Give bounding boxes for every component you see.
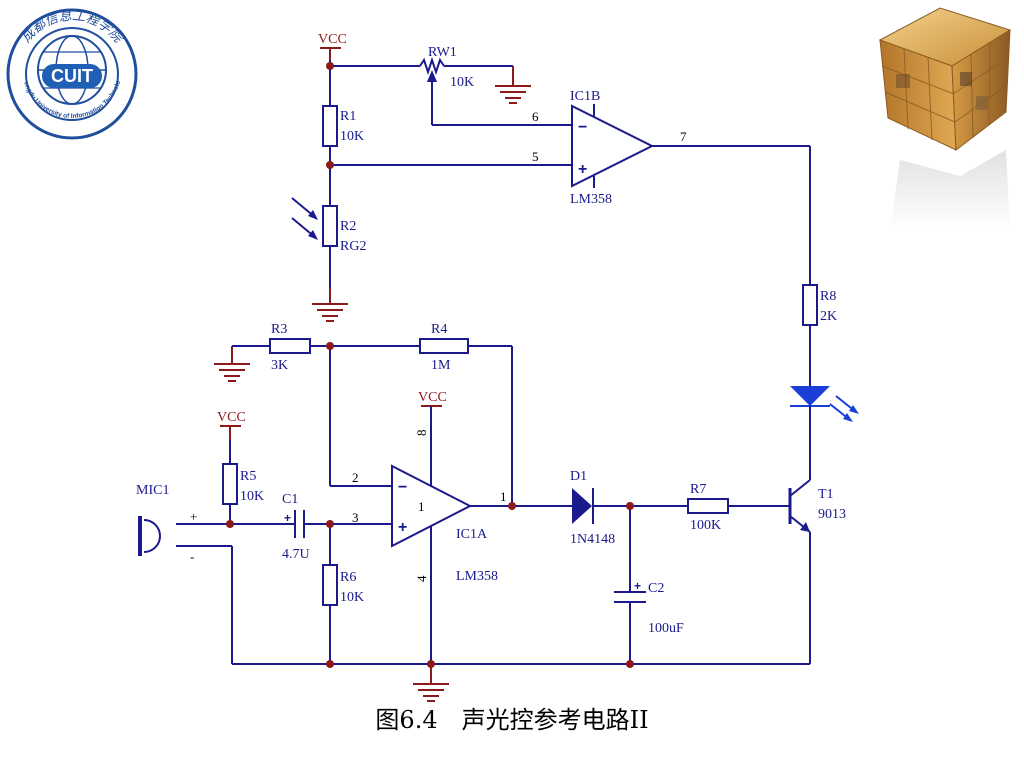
ic1a-inner-label: 1 [418, 499, 425, 514]
ic1a-pin-8: 8 [414, 430, 429, 437]
ic1b-pin-7: 7 [680, 129, 687, 144]
junction-dots [226, 62, 634, 668]
c2-value: 100uF [648, 621, 684, 636]
d1-ref: D1 [570, 469, 587, 484]
microphone: MIC1 + - [136, 483, 197, 564]
r4-value: 1M [431, 358, 451, 373]
c2-capacitor: + C2 100uF [614, 579, 684, 636]
r8-ref: R8 [820, 289, 836, 304]
vcc-top-label: VCC [318, 32, 347, 47]
d1-value: 1N4148 [570, 532, 615, 547]
led-light-arrow-icon [829, 395, 859, 422]
r8-resistor: R8 2K [802, 284, 837, 326]
c1-plus-sign: + [284, 511, 291, 525]
c2-plus-sign: + [634, 579, 641, 593]
ground-symbol-r3 [214, 346, 250, 382]
ic1b-part: LM358 [570, 192, 612, 207]
vcc-symbol-top: VCC [318, 32, 347, 60]
ic1b-pin-5: 5 [532, 149, 539, 164]
r3-value: 3K [271, 358, 288, 373]
r6-value: 10K [340, 590, 364, 605]
ic1a-pin-1: 1 [500, 489, 507, 504]
r3-ref: R3 [271, 322, 287, 337]
r4-resistor: R4 1M [419, 322, 469, 373]
rw1-value: 10K [450, 75, 474, 90]
rw1-potentiometer: RW1 10K [419, 45, 513, 125]
ic1b-plus-sign: + [578, 161, 587, 178]
r7-resistor: R7 100K [687, 482, 729, 533]
ic1b-ref: IC1B [570, 89, 600, 104]
ic1b-minus-sign: − [578, 119, 587, 136]
decorative-photo-cube [860, 0, 1024, 230]
ic1a-plus-sign: + [398, 519, 407, 536]
vcc-symbol-mid: VCC [418, 390, 447, 407]
ground-symbol-bottom [413, 664, 449, 702]
vcc-left-label: VCC [217, 410, 246, 425]
d1-diode: D1 1N4148 [570, 469, 615, 547]
figure-caption: 图6.4 声光控参考电路II [375, 706, 649, 734]
ic1a-minus-sign: − [398, 479, 407, 496]
ic1a-part: LM358 [456, 569, 498, 584]
r1-ref: R1 [340, 109, 356, 124]
ic1b-pin-6: 6 [532, 109, 539, 124]
ic1a-pin-2: 2 [352, 470, 359, 485]
c2-ref: C2 [648, 581, 664, 596]
r5-resistor: R5 10K [222, 463, 264, 505]
c1-value: 4.7U [282, 547, 310, 562]
t1-value: 9013 [818, 507, 846, 522]
led-diode [790, 386, 859, 422]
r3-resistor: R3 3K [269, 322, 311, 373]
ground-symbol-rw1 [495, 66, 531, 104]
ic1a-ref: IC1A [456, 527, 488, 542]
r6-ref: R6 [340, 570, 356, 585]
r2-value: RG2 [340, 239, 366, 254]
ic1a-pin-3: 3 [352, 510, 359, 525]
rw1-ref: RW1 [428, 45, 457, 60]
mic-plus: + [190, 509, 197, 524]
ic1a-pin-4: 4 [414, 575, 429, 582]
r2-ref: R2 [340, 219, 356, 234]
r8-value: 2K [820, 309, 837, 324]
vcc-symbol-left: VCC [217, 410, 246, 440]
r5-value: 10K [240, 489, 264, 504]
r1-resistor: R1 10K [322, 105, 364, 147]
vcc-mid-label: VCC [418, 390, 447, 405]
university-logo: 成都信息工程学院 Chengdu University of Informati… [2, 1, 140, 142]
ground-symbol-r2 [312, 288, 348, 322]
light-arrow-icon [291, 197, 318, 240]
r7-ref: R7 [690, 482, 706, 497]
r5-ref: R5 [240, 469, 256, 484]
mic-ref: MIC1 [136, 483, 169, 498]
r2-photoresistor: R2 RG2 [291, 197, 366, 254]
t1-transistor: T1 9013 [788, 479, 846, 533]
r4-ref: R4 [431, 322, 447, 337]
logo-abbr: CUIT [51, 66, 93, 86]
c1-capacitor: + C1 4.7U [282, 492, 310, 562]
r7-value: 100K [690, 518, 721, 533]
t1-ref: T1 [818, 487, 834, 502]
c1-ref: C1 [282, 492, 298, 507]
r1-value: 10K [340, 129, 364, 144]
r6-resistor: R6 10K [322, 564, 364, 606]
mic-minus: - [190, 549, 194, 564]
ic1b-opamp: − + IC1B LM358 6 5 7 [532, 89, 687, 207]
